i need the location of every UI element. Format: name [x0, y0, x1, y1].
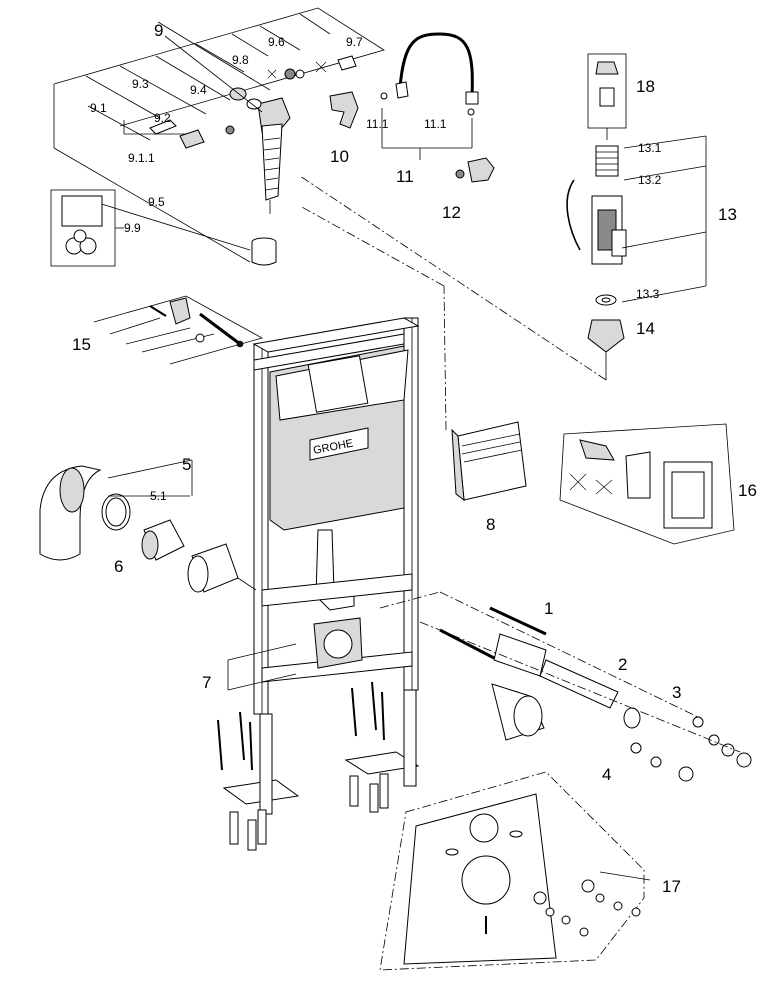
label-11: 11 — [396, 167, 414, 186]
flush-valve-group — [299, 53, 707, 381]
label-17: 17 — [662, 877, 681, 896]
label-13-3: 13.3 — [636, 287, 660, 301]
access-box-8 — [299, 205, 527, 502]
label-15: 15 — [72, 335, 91, 354]
label-10: 10 — [330, 147, 349, 166]
label-9-6: 9.6 — [268, 35, 285, 49]
callout-labels: 9 9.8 9.6 9.7 9.3 9.4 9.1 9.2 9.1.1 9.5 … — [72, 21, 757, 896]
label-2: 2 — [618, 655, 627, 674]
label-7: 7 — [202, 673, 211, 692]
label-9-7: 9.7 — [346, 35, 363, 49]
label-8: 8 — [486, 515, 495, 534]
label-9: 9 — [154, 21, 163, 40]
grohe-logo: GROHE — [309, 427, 369, 461]
label-13: 13 — [718, 205, 737, 224]
bracket-set-15 — [93, 295, 264, 365]
label-6: 6 — [114, 557, 123, 576]
fill-valve-group — [50, 7, 385, 267]
flex-hose-group — [380, 32, 495, 183]
label-11-1b: 11.1 — [424, 117, 447, 131]
label-4: 4 — [602, 765, 611, 784]
label-9-1-1: 9.1.1 — [128, 151, 155, 165]
label-1: 1 — [544, 599, 553, 618]
label-5-1: 5.1 — [150, 489, 167, 503]
label-13-1: 13.1 — [638, 141, 662, 155]
label-12: 12 — [442, 203, 461, 222]
pipe-parts-5-6 — [39, 459, 257, 593]
anchor-screws-left — [217, 711, 267, 851]
label-9-1: 9.1 — [90, 101, 107, 115]
label-9-3: 9.3 — [132, 77, 149, 91]
label-16: 16 — [738, 481, 757, 500]
label-3: 3 — [672, 683, 681, 702]
label-9-2: 9.2 — [154, 111, 171, 125]
sound-insulation-mat-17 — [379, 771, 651, 971]
label-5: 5 — [182, 455, 191, 474]
anchor-screws-right — [349, 681, 389, 813]
boxed-kit-16 — [559, 423, 735, 545]
label-11-1a: 11.1 — [366, 117, 389, 131]
label-13-2: 13.2 — [638, 173, 662, 187]
label-9-8: 9.8 — [232, 53, 249, 67]
label-14: 14 — [636, 319, 655, 338]
connection-parts-1-4 — [227, 591, 752, 782]
label-9-4: 9.4 — [190, 83, 207, 97]
label-18: 18 — [636, 77, 655, 96]
installation-frame: GROHE — [217, 317, 420, 851]
label-9-9: 9.9 — [124, 221, 141, 235]
label-9-5: 9.5 — [148, 195, 165, 209]
